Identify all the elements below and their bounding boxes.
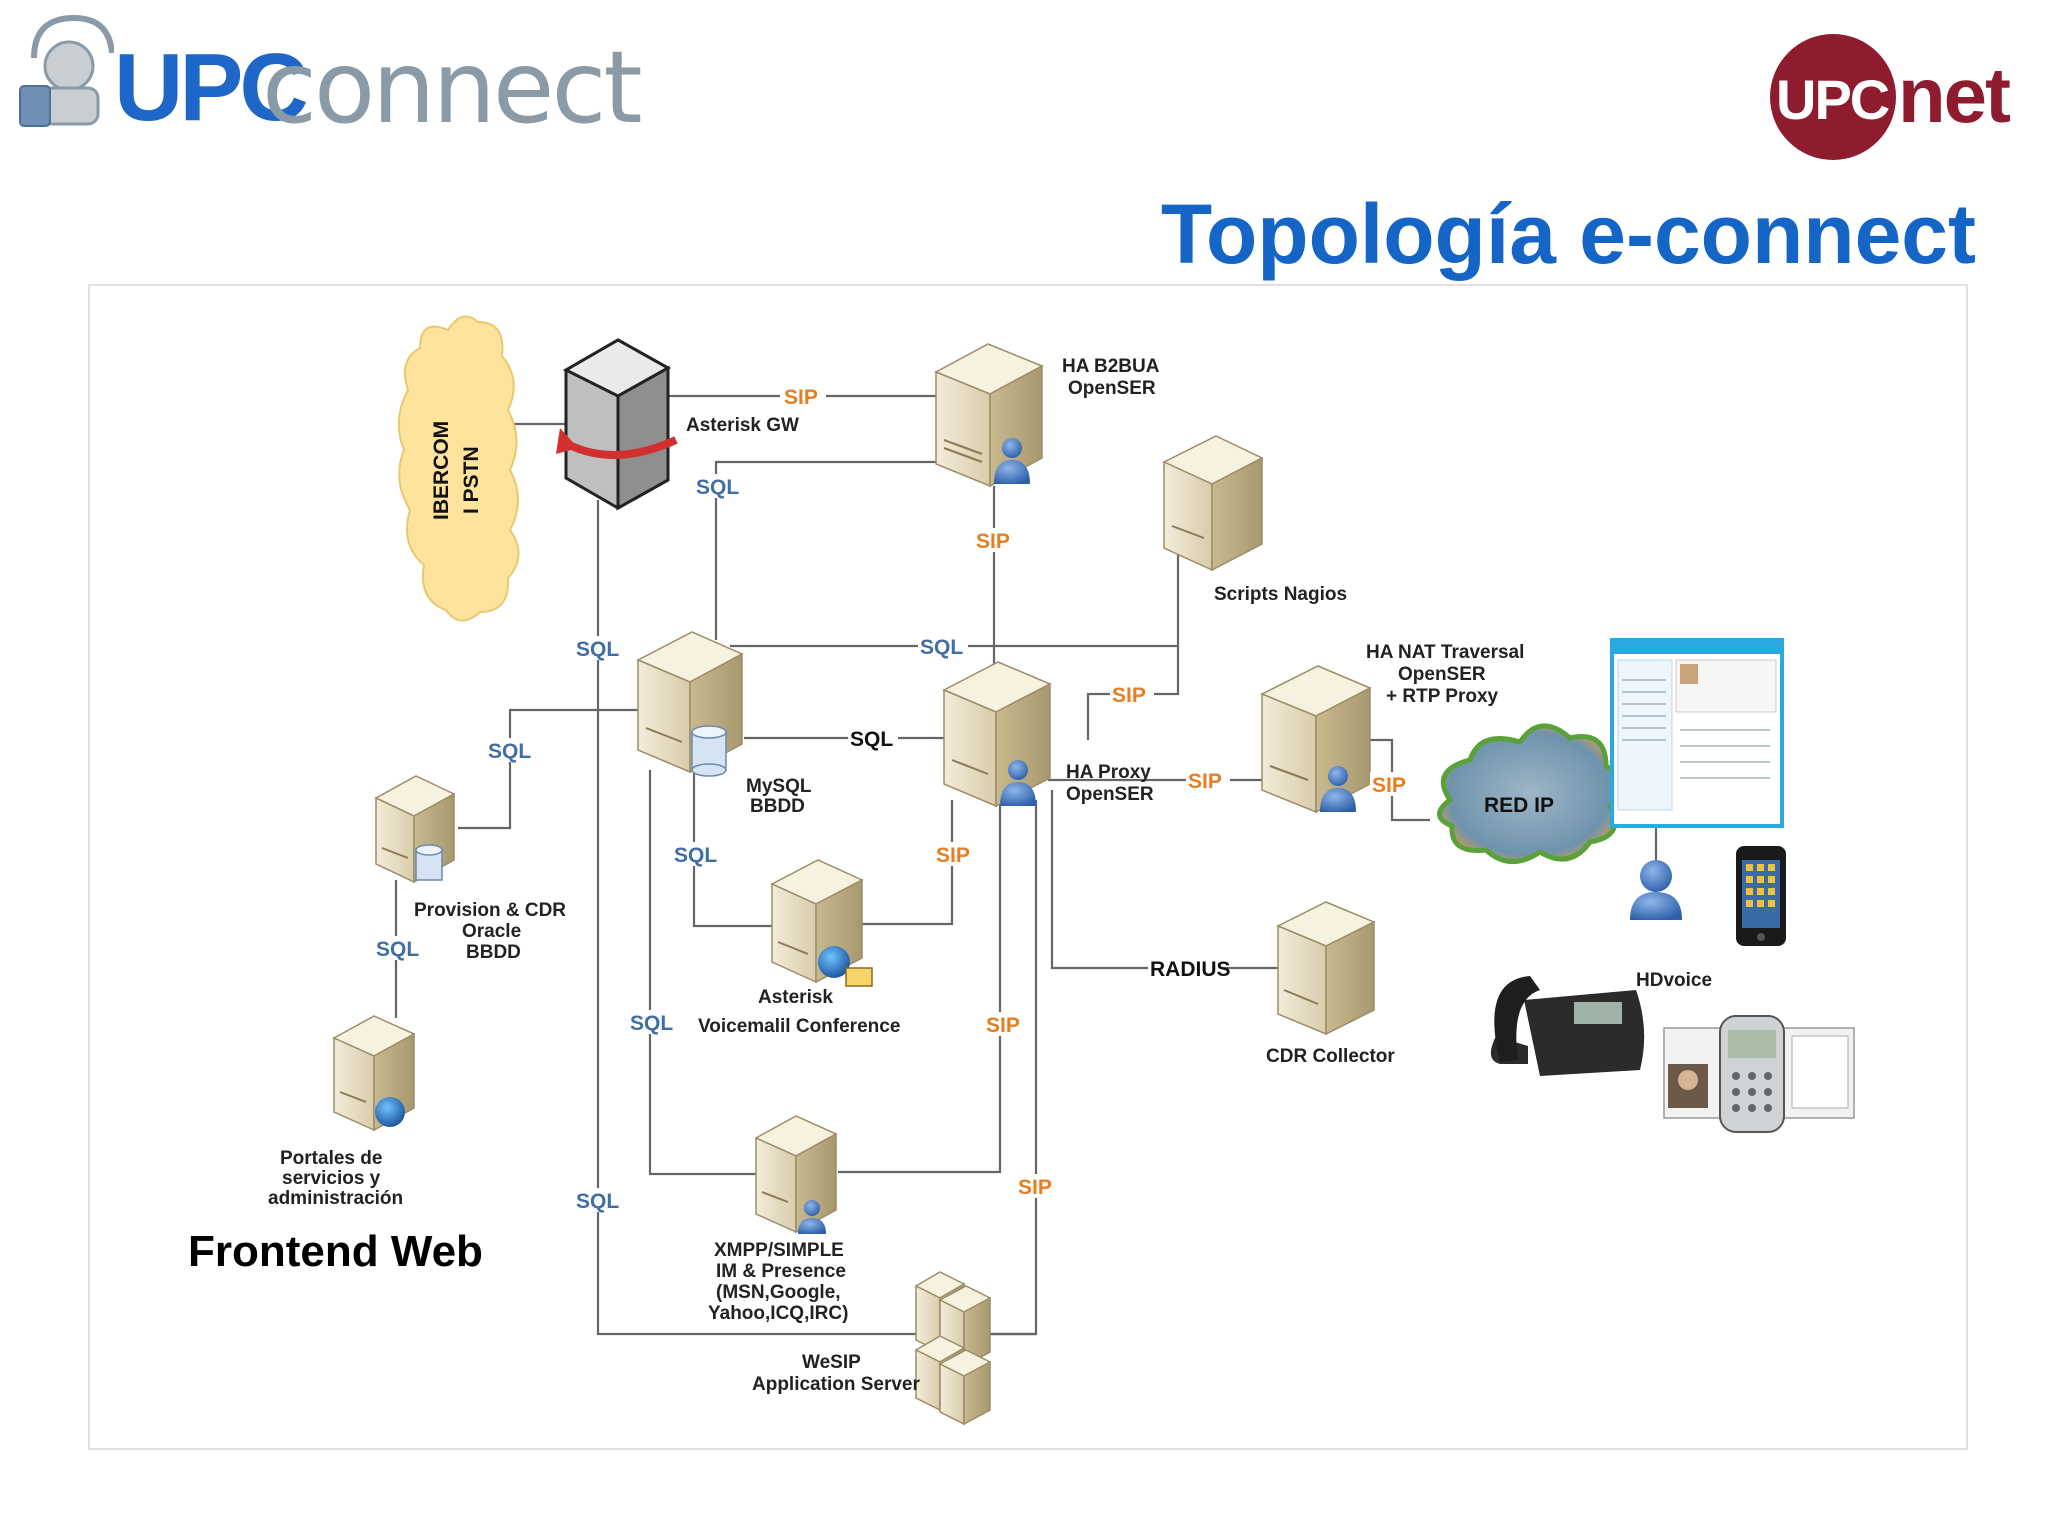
mysql-label-1: MySQL xyxy=(746,776,812,797)
logo-upc-text: UPC xyxy=(1776,68,1890,131)
pstn-label: I PSTN xyxy=(460,446,483,514)
provision-node: Provision & CDR Oracle BBDD xyxy=(374,775,566,963)
portales-node: Portales de servicios y administración xyxy=(268,1015,416,1209)
link-sql-asterisk-vm: SQL xyxy=(674,844,717,867)
link-sip-b2bua-proxy: SIP xyxy=(976,530,1010,553)
provision-label-2: Oracle xyxy=(462,921,521,942)
provision-label-3: BBDD xyxy=(466,942,521,963)
desk-phone-icon xyxy=(1490,976,1645,1076)
mysql-node: MySQL BBDD xyxy=(636,631,812,817)
link-sip-nagios: SIP xyxy=(1112,684,1146,707)
xmpp-node: XMPP/SIMPLE IM & Presence (MSN,Google, Y… xyxy=(708,1115,848,1324)
upcnet-logo: UPC net xyxy=(1770,34,2040,164)
red-ip-label: RED IP xyxy=(1484,794,1554,817)
user-icon xyxy=(994,438,1030,484)
link-sql-mysql-proxy: SQL xyxy=(850,728,893,751)
logo-net-text: net xyxy=(1898,51,2011,139)
scripts-nagios-node: Scripts Nagios xyxy=(1162,435,1347,605)
diagram-frame xyxy=(88,284,1968,1450)
asterisk-gw-node: Asterisk GW xyxy=(556,338,799,511)
haproxy-label-2: OpenSER xyxy=(1066,784,1154,805)
asterisk-gw-label: Asterisk GW xyxy=(686,415,799,436)
xmpp-label-3: (MSN,Google, xyxy=(716,1282,841,1303)
portales-label-2: servicios y xyxy=(282,1168,381,1189)
nagios-label: Scripts Nagios xyxy=(1214,584,1347,605)
user-icon xyxy=(1000,760,1036,806)
haproxy-label-1: HA Proxy xyxy=(1066,762,1151,783)
nat-label-1: HA NAT Traversal xyxy=(1366,642,1524,663)
link-sql-b2bua: SQL xyxy=(696,476,739,499)
link-sip-gw-b2bua: SIP xyxy=(784,386,818,409)
link-radius: RADIUS xyxy=(1150,958,1231,981)
link-sql-nagios: SQL xyxy=(920,636,963,659)
link-sip-proxy-nat: SIP xyxy=(1188,770,1222,793)
red-ip-cloud: RED IP xyxy=(1437,723,1622,864)
link-sql-xmpp: SQL xyxy=(630,1012,673,1035)
portales-label-1: Portales de xyxy=(280,1148,382,1169)
asterisk-vm-label-1: Asterisk xyxy=(758,987,833,1008)
logo-connect-text: connect xyxy=(262,29,643,146)
link-sql-provision: SQL xyxy=(488,740,531,763)
cdr-collector-node: CDR Collector xyxy=(1266,901,1395,1067)
frontend-web-label: Frontend Web xyxy=(188,1227,483,1276)
xmpp-label-1: XMPP/SIMPLE xyxy=(714,1240,844,1261)
ibercom-pstn-cloud: IBERCOM I PSTN xyxy=(397,315,520,622)
folder-icon xyxy=(845,967,873,987)
end-user-icon xyxy=(1630,860,1682,920)
wesip-label-2: Application Server xyxy=(752,1374,920,1395)
b2bua-label-2: OpenSER xyxy=(1068,378,1156,399)
nat-label-2: OpenSER xyxy=(1398,664,1486,685)
link-labels: SIP SQL SIP SQL SQL SIP SQL SIP SIP SQL … xyxy=(374,384,1414,1213)
provision-label-1: Provision & CDR xyxy=(414,900,566,921)
user-icon xyxy=(798,1200,826,1234)
hdvoice-label: HDvoice xyxy=(1636,970,1712,991)
page-title: Topología e-connect xyxy=(1160,187,1976,281)
database-icon xyxy=(415,844,443,881)
portales-label-3: administración xyxy=(268,1188,403,1209)
globe-icon xyxy=(818,946,850,978)
wesip-node: WeSIP Application Server xyxy=(752,1271,992,1426)
xmpp-label-4: Yahoo,ICQ,IRC) xyxy=(708,1303,848,1324)
logo-upc-text: UPC xyxy=(114,34,309,141)
cdr-collector-label: CDR Collector xyxy=(1266,1046,1395,1067)
logo-circle xyxy=(1770,34,1896,160)
softphone-screenshot xyxy=(1610,638,1784,828)
link-sql-wesip: SQL xyxy=(576,1190,619,1213)
asterisk-vm-label-2: Voicemalil Conference xyxy=(698,1016,900,1037)
asterisk-voicemail-node: Asterisk Voicemalil Conference xyxy=(698,859,900,1037)
mysql-label-2: BBDD xyxy=(750,796,805,817)
link-sip-nat-redip: SIP xyxy=(1372,774,1406,797)
ha-b2bua-node: HA B2BUA OpenSER xyxy=(934,343,1160,488)
globe-icon xyxy=(375,1097,405,1127)
xmpp-label-2: IM & Presence xyxy=(716,1261,846,1282)
nat-label-3: + RTP Proxy xyxy=(1386,686,1499,707)
headset-user-icon xyxy=(19,14,114,127)
upcconnect-logo: UPC connect xyxy=(14,8,643,138)
wesip-label-1: WeSIP xyxy=(802,1352,861,1373)
ha-proxy-node: HA Proxy OpenSER xyxy=(942,661,1154,808)
link-sip-wesip: SIP xyxy=(1018,1176,1052,1199)
link-sql-portales: SQL xyxy=(376,938,419,961)
ha-nat-node: HA NAT Traversal OpenSER + RTP Proxy xyxy=(1260,642,1524,814)
video-softphone-icon xyxy=(1663,1015,1855,1133)
smartphone-icon xyxy=(1736,846,1786,946)
database-icon xyxy=(691,725,727,777)
link-sip-asterisk-vm: SIP xyxy=(936,844,970,867)
link-sql-gw: SQL xyxy=(576,638,619,661)
ibercom-label: IBERCOM xyxy=(430,421,453,520)
user-icon xyxy=(1320,766,1356,812)
b2bua-label-1: HA B2BUA xyxy=(1062,356,1160,377)
link-sip-xmpp: SIP xyxy=(986,1014,1020,1037)
